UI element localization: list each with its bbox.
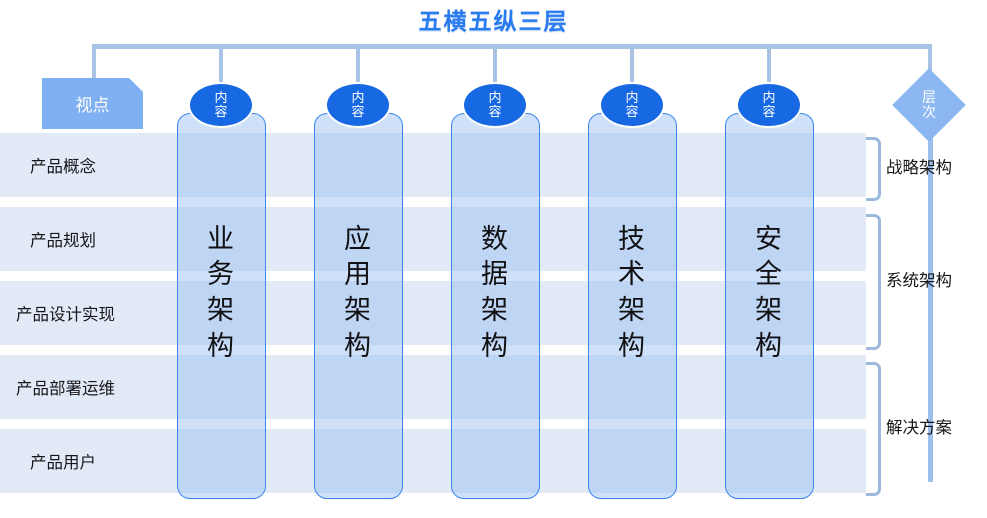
row-label-3-text: 产品设计实现 xyxy=(16,306,115,324)
content-node-2-line1: 内 xyxy=(351,90,365,106)
pillar-label-1-char-1: 业 xyxy=(207,223,234,254)
pillar-label-2: 应 用 架 构 xyxy=(314,198,401,388)
layer-label-3-text: 解决方案 xyxy=(886,419,952,437)
content-node-5-line1: 内 xyxy=(762,90,776,106)
row-label-4-text: 产品部署运维 xyxy=(16,380,115,398)
pillar-label-4-char-1: 技 xyxy=(618,223,645,254)
content-node-3-line2: 容 xyxy=(488,104,502,119)
pillar-label-5: 安 全 架 构 xyxy=(725,198,812,388)
level-node-label-line1: 层 xyxy=(922,88,936,105)
level-node-label-line2: 次 xyxy=(922,104,936,120)
pillar-label-3-char-4: 构 xyxy=(481,330,508,361)
layer-label-2-text: 系统架构 xyxy=(886,272,952,290)
content-node-2-line2: 容 xyxy=(351,104,365,119)
layer-bracket-2 xyxy=(866,214,881,350)
connector-drop-col-2 xyxy=(356,44,360,90)
pillar-column-5[interactable] xyxy=(725,113,814,499)
row-band-5 xyxy=(0,429,866,493)
row-label-3: 产品设计实现 xyxy=(16,281,115,345)
pillar-label-5-char-3: 架 xyxy=(755,295,782,325)
content-node-4-line2: 容 xyxy=(625,104,639,119)
pillar-label-4: 技 术 架 构 xyxy=(588,198,675,388)
connector-horizontal-bus xyxy=(92,44,932,49)
pillar-column-4[interactable] xyxy=(588,113,677,499)
pillar-column-1[interactable] xyxy=(177,113,266,499)
pillar-label-5-char-1: 安 xyxy=(755,223,782,254)
pillar-label-2-char-2: 用 xyxy=(344,259,371,290)
pillar-label-2-char-4: 构 xyxy=(344,330,371,361)
row-band-4 xyxy=(0,355,866,419)
content-node-4[interactable]: 内 容 xyxy=(601,84,663,126)
layer-label-2: 系统架构 xyxy=(886,214,952,344)
pillar-label-2-char-3: 架 xyxy=(344,295,371,325)
row-label-2: 产品规划 xyxy=(30,207,96,271)
connector-drop-level xyxy=(928,44,932,82)
row-band-3 xyxy=(0,281,866,345)
connector-drop-viewpoint xyxy=(92,44,96,82)
content-node-2[interactable]: 内 容 xyxy=(327,84,389,126)
pillar-label-1-char-2: 务 xyxy=(207,259,234,290)
page-title: 五横五纵三层 xyxy=(418,8,569,34)
pillar-label-3-char-3: 架 xyxy=(481,295,508,325)
content-node-4-line1: 内 xyxy=(625,90,639,106)
row-label-5-text: 产品用户 xyxy=(30,454,96,472)
content-node-5-line2: 容 xyxy=(762,104,776,119)
pillar-label-1-char-3: 架 xyxy=(207,295,234,325)
row-label-1-text: 产品概念 xyxy=(30,158,96,176)
pillar-label-3-char-1: 数 xyxy=(481,223,508,254)
row-band-1 xyxy=(0,133,866,197)
pillar-label-2-char-1: 应 xyxy=(344,223,371,254)
layer-label-1: 战略架构 xyxy=(886,137,952,195)
pillar-label-3-char-2: 据 xyxy=(481,259,508,290)
connector-drop-col-1 xyxy=(219,44,223,90)
viewpoint-tag[interactable]: 视点 xyxy=(42,78,143,129)
content-node-1[interactable]: 内 容 xyxy=(190,84,252,126)
content-node-3-line1: 内 xyxy=(488,90,502,106)
layer-bracket-1 xyxy=(866,137,881,201)
row-label-4: 产品部署运维 xyxy=(16,355,115,419)
row-band-2 xyxy=(0,207,866,271)
pillar-label-1-char-4: 构 xyxy=(207,330,234,361)
layer-label-1-text: 战略架构 xyxy=(886,159,952,177)
connector-drop-col-3 xyxy=(493,44,497,90)
row-label-2-text: 产品规划 xyxy=(30,232,96,250)
content-node-5[interactable]: 内 容 xyxy=(738,84,800,126)
layer-label-3: 解决方案 xyxy=(886,362,952,490)
level-spine-line xyxy=(928,100,933,482)
pillar-label-4-char-2: 术 xyxy=(618,259,645,290)
layer-bracket-3 xyxy=(866,362,881,496)
pillar-label-5-char-4: 构 xyxy=(755,330,782,361)
connector-drop-col-4 xyxy=(630,44,634,90)
content-node-1-line1: 内 xyxy=(214,90,228,106)
level-node-label: 层 次 xyxy=(903,79,955,131)
content-node-1-line2: 容 xyxy=(214,104,228,119)
viewpoint-tag-label: 视点 xyxy=(75,96,110,115)
pillar-label-4-char-4: 构 xyxy=(618,330,645,361)
row-label-1: 产品概念 xyxy=(30,133,96,197)
pillar-label-1: 业 务 架 构 xyxy=(177,198,264,388)
pillar-label-4-char-3: 架 xyxy=(618,295,645,325)
pillar-label-5-char-2: 全 xyxy=(755,259,782,290)
content-node-3[interactable]: 内 容 xyxy=(464,84,526,126)
connector-drop-col-5 xyxy=(767,44,771,90)
pillar-label-3: 数 据 架 构 xyxy=(451,198,538,388)
row-label-5: 产品用户 xyxy=(30,429,96,493)
